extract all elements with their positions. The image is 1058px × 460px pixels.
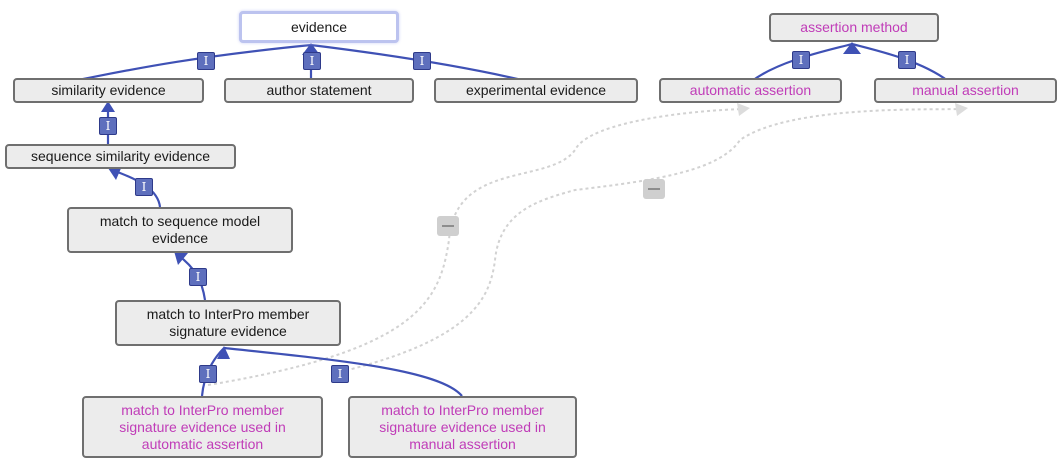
property-edge-manual [339, 108, 966, 373]
edge-label-match[interactable]: I [135, 178, 153, 196]
property-edges [207, 108, 966, 386]
node-interpro-line2: signature evidence [169, 323, 287, 339]
property-edge-automatic [207, 108, 746, 386]
node-interpro-manual-line2: signature evidence used in [379, 418, 546, 435]
node-interpro-auto-line3: automatic assertion [141, 435, 264, 452]
node-interpro-automatic-assertion[interactable]: match to InterPro member signature evide… [82, 396, 323, 458]
edge-label-interpro-manual[interactable]: I [331, 365, 349, 383]
edge-label-sequence[interactable]: I [99, 117, 117, 135]
node-manual-assertion[interactable]: manual assertion [874, 78, 1057, 103]
node-interpro-member-signature-evidence[interactable]: match to InterPro member signature evide… [115, 300, 341, 346]
node-interpro-manual-assertion[interactable]: match to InterPro member signature evide… [348, 396, 577, 458]
node-author-statement[interactable]: author statement [224, 78, 414, 103]
property-arrowheads [737, 103, 968, 116]
edge-label-interpro-auto[interactable]: I [199, 365, 217, 383]
edge-manual-to-interpro [223, 346, 463, 397]
arrowhead-match [174, 251, 188, 265]
arrowhead-similarity [101, 101, 115, 112]
arrowhead-interpro [217, 346, 230, 359]
property-badge-manual-mark [648, 188, 660, 190]
arrowhead-manual [955, 103, 968, 116]
node-interpro-line1: match to InterPro member [146, 306, 310, 322]
node-match-seq-line2: evidence [151, 230, 209, 246]
arrowhead-automatic [737, 103, 750, 116]
arrowhead-sequence [108, 166, 122, 180]
property-badge-automatic[interactable] [437, 216, 459, 236]
node-interpro-manual-line3: manual assertion [409, 435, 516, 452]
node-assertion-method[interactable]: assertion method [769, 13, 939, 42]
node-match-seq-line1: match to sequence model [99, 213, 261, 229]
node-evidence[interactable]: evidence [239, 11, 399, 43]
node-sequence-similarity-evidence[interactable]: sequence similarity evidence [5, 144, 236, 169]
node-assertion-method-label: assertion method [800, 19, 908, 35]
node-interpro-auto-line2: signature evidence used in [119, 418, 286, 435]
edge-label-similarity[interactable]: I [197, 52, 215, 70]
arrowhead-assertion [843, 42, 861, 54]
property-badge-automatic-mark [442, 225, 454, 227]
edge-label-experimental[interactable]: I [413, 52, 431, 70]
node-interpro-manual-line1: match to InterPro member [381, 401, 544, 418]
edge-label-interpro[interactable]: I [189, 268, 207, 286]
node-experimental-evidence[interactable]: experimental evidence [434, 78, 638, 103]
edge-similarity-to-evidence [77, 43, 312, 82]
edge-label-automatic-assertion[interactable]: I [792, 51, 810, 69]
node-match-to-sequence-model-evidence[interactable]: match to sequence model evidence [67, 207, 293, 253]
edge-label-author[interactable]: I [303, 52, 321, 70]
property-badge-manual[interactable] [643, 179, 665, 199]
node-automatic-assertion[interactable]: automatic assertion [659, 78, 842, 103]
edge-label-manual-assertion[interactable]: I [898, 51, 916, 69]
node-interpro-auto-line1: match to InterPro member [121, 401, 284, 418]
node-similarity-evidence[interactable]: similarity evidence [13, 78, 204, 103]
